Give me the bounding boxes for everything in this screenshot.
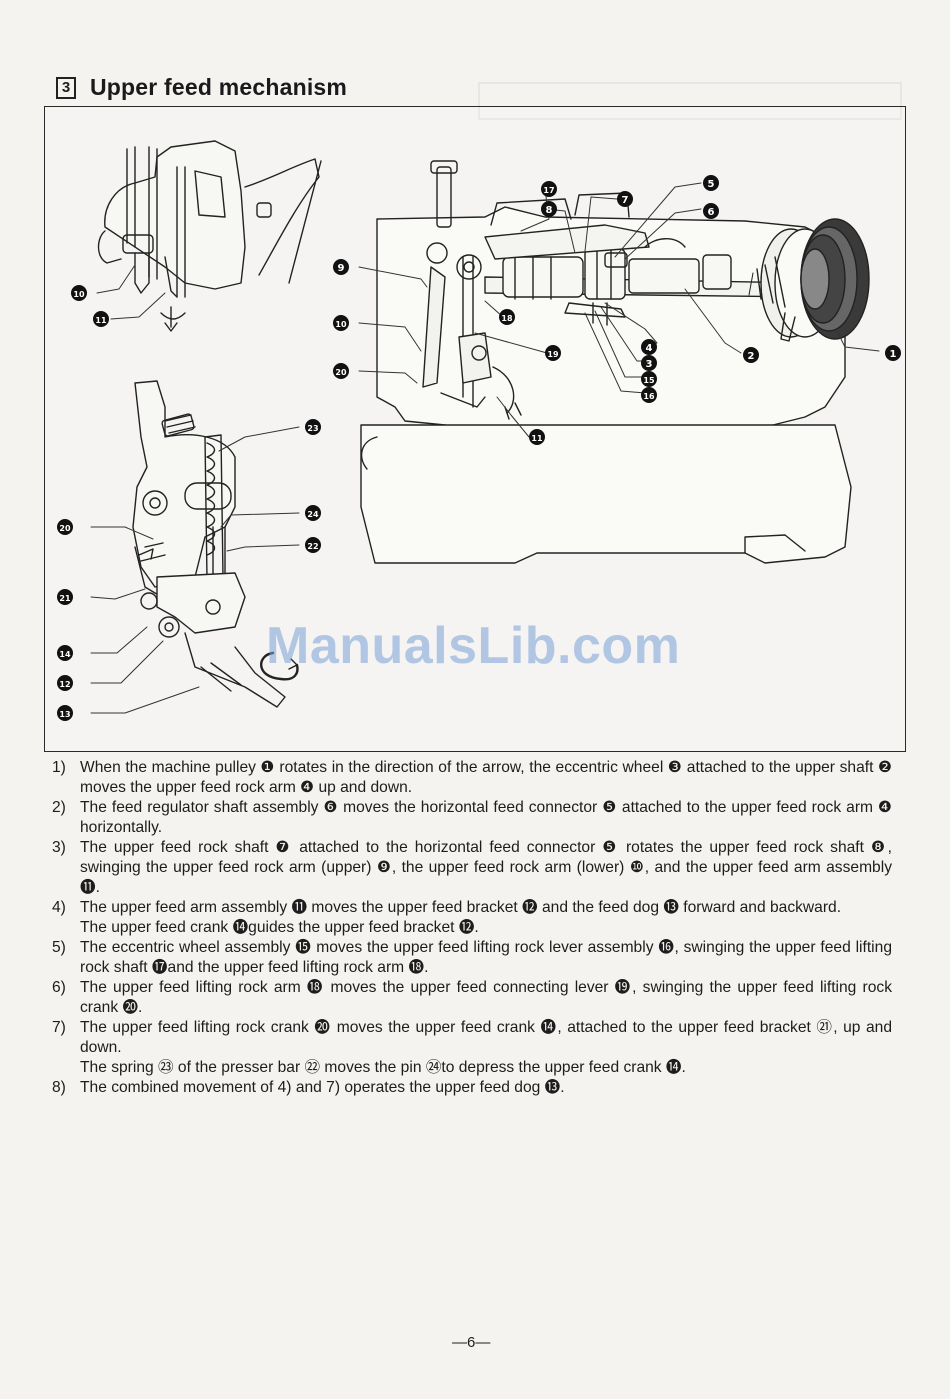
- mechanism-illustration: 1 2 3 4 5 6 7 8 9 10 10 11 11 12 13 14 1…: [44, 106, 906, 752]
- step-text: The spring ㉓ of the presser bar ㉒ moves …: [80, 1059, 686, 1076]
- callout-18: 18: [499, 309, 515, 325]
- callout-markers: 1 2 3 4 5 6 7 8 9 10 10 11 11 12 13 14 1…: [57, 175, 901, 721]
- callout-10b: 10: [333, 315, 349, 331]
- step-text: The eccentric wheel assembly ⓯ moves the…: [80, 939, 892, 976]
- callout-16: 16: [641, 387, 657, 403]
- bleed-through-box: [478, 82, 902, 120]
- callout-6: 6: [703, 203, 719, 219]
- upper-shaft-assembly: [484, 192, 870, 342]
- step-number: 5): [52, 939, 66, 956]
- callout-14: 14: [57, 645, 73, 661]
- section-number: 3: [56, 76, 76, 99]
- step-1: 1) When the machine pulley ❶ rotates in …: [52, 758, 892, 798]
- svg-text:2: 2: [748, 351, 755, 362]
- step-2: 2) The feed regulator shaft assembly ❻ m…: [52, 798, 892, 838]
- svg-text:17: 17: [543, 186, 554, 195]
- step-number: 8): [52, 1079, 66, 1096]
- step-text: The feed regulator shaft assembly ❻ move…: [80, 799, 892, 836]
- page-number: —6—: [452, 1334, 491, 1351]
- step-number: 6): [52, 979, 66, 996]
- callout-20b: 20: [57, 519, 73, 535]
- callout-20a: 20: [333, 363, 349, 379]
- step-number: 1): [52, 759, 66, 776]
- callout-19: 19: [545, 345, 561, 361]
- step-text: The combined movement of 4) and 7) opera…: [80, 1079, 565, 1096]
- callout-15: 15: [641, 371, 657, 387]
- svg-text:7: 7: [622, 195, 629, 206]
- step-text: The upper feed lifting rock crank ⓴ move…: [80, 1019, 892, 1056]
- svg-text:10: 10: [73, 290, 85, 299]
- step-text: The upper feed crank ⓮guides the upper f…: [80, 919, 479, 936]
- svg-text:12: 12: [59, 680, 70, 689]
- section-title: Upper feed mechanism: [90, 74, 348, 100]
- step-number: 2): [52, 799, 66, 816]
- callout-10a: 10: [71, 285, 87, 301]
- step-number: 3): [52, 839, 66, 856]
- callout-3: 3: [641, 355, 657, 371]
- step-3: 3) The upper feed rock shaft ❼ attached …: [52, 838, 892, 898]
- svg-text:5: 5: [708, 179, 715, 190]
- callout-22: 22: [305, 537, 321, 553]
- callout-12: 12: [57, 675, 73, 691]
- step-text: The upper feed lifting rock arm ⓲ moves …: [80, 979, 892, 1016]
- svg-text:20: 20: [59, 524, 71, 533]
- presser-foot-detail: [132, 380, 299, 708]
- svg-text:14: 14: [59, 650, 71, 659]
- callout-4: 4: [641, 339, 657, 355]
- svg-text:19: 19: [547, 350, 559, 359]
- watermark: ManualsLib.com: [266, 617, 681, 675]
- callout-5: 5: [703, 175, 719, 191]
- svg-text:1: 1: [890, 349, 897, 360]
- step-6: 6) The upper feed lifting rock arm ⓲ mov…: [52, 978, 892, 1018]
- section-heading: 3 Upper feed mechanism: [56, 74, 347, 101]
- step-text: The upper feed rock shaft ❼ attached to …: [80, 839, 892, 896]
- step-list: 1) When the machine pulley ❶ rotates in …: [52, 758, 892, 1098]
- callout-21: 21: [57, 589, 73, 605]
- svg-text:6: 6: [708, 207, 715, 218]
- callout-2: 2: [743, 347, 759, 363]
- svg-text:15: 15: [643, 376, 655, 385]
- svg-text:21: 21: [59, 594, 71, 603]
- step-number: 4): [52, 899, 66, 916]
- step-7: 7) The upper feed lifting rock crank ⓴ m…: [52, 1018, 892, 1078]
- machine-body: [360, 160, 852, 564]
- svg-text:11: 11: [95, 316, 107, 325]
- callout-9: 9: [333, 259, 349, 275]
- svg-text:16: 16: [643, 392, 655, 401]
- svg-text:18: 18: [501, 314, 513, 323]
- callout-23: 23: [305, 419, 321, 435]
- svg-text:22: 22: [307, 542, 318, 551]
- callout-8: 8: [541, 201, 557, 217]
- svg-text:10: 10: [335, 320, 347, 329]
- callout-11a: 11: [93, 311, 109, 327]
- svg-text:8: 8: [546, 205, 553, 216]
- needle-detail: [97, 140, 322, 332]
- callout-17: 17: [541, 181, 557, 197]
- svg-text:11: 11: [531, 434, 543, 443]
- mechanism-drawing: 1 2 3 4 5 6 7 8 9 10 10 11 11 12 13 14 1…: [57, 140, 901, 721]
- svg-text:24: 24: [307, 510, 319, 519]
- step-number: 7): [52, 1019, 66, 1036]
- callout-13: 13: [57, 705, 73, 721]
- svg-text:3: 3: [646, 359, 653, 370]
- step-text: The upper feed arm assembly ⓫ moves the …: [80, 899, 842, 916]
- svg-text:13: 13: [59, 710, 70, 719]
- callout-1: 1: [885, 345, 901, 361]
- callout-11b: 11: [529, 429, 545, 445]
- callout-7: 7: [617, 191, 633, 207]
- step-8: 8) The combined movement of 4) and 7) op…: [52, 1078, 892, 1098]
- step-5: 5) The eccentric wheel assembly ⓯ moves …: [52, 938, 892, 978]
- svg-text:20: 20: [335, 368, 347, 377]
- callout-24: 24: [305, 505, 321, 521]
- svg-text:23: 23: [307, 424, 318, 433]
- step-4: 4) The upper feed arm assembly ⓫ moves t…: [52, 898, 892, 938]
- step-text: When the machine pulley ❶ rotates in the…: [80, 759, 892, 796]
- svg-text:9: 9: [338, 263, 345, 274]
- svg-text:4: 4: [646, 343, 653, 354]
